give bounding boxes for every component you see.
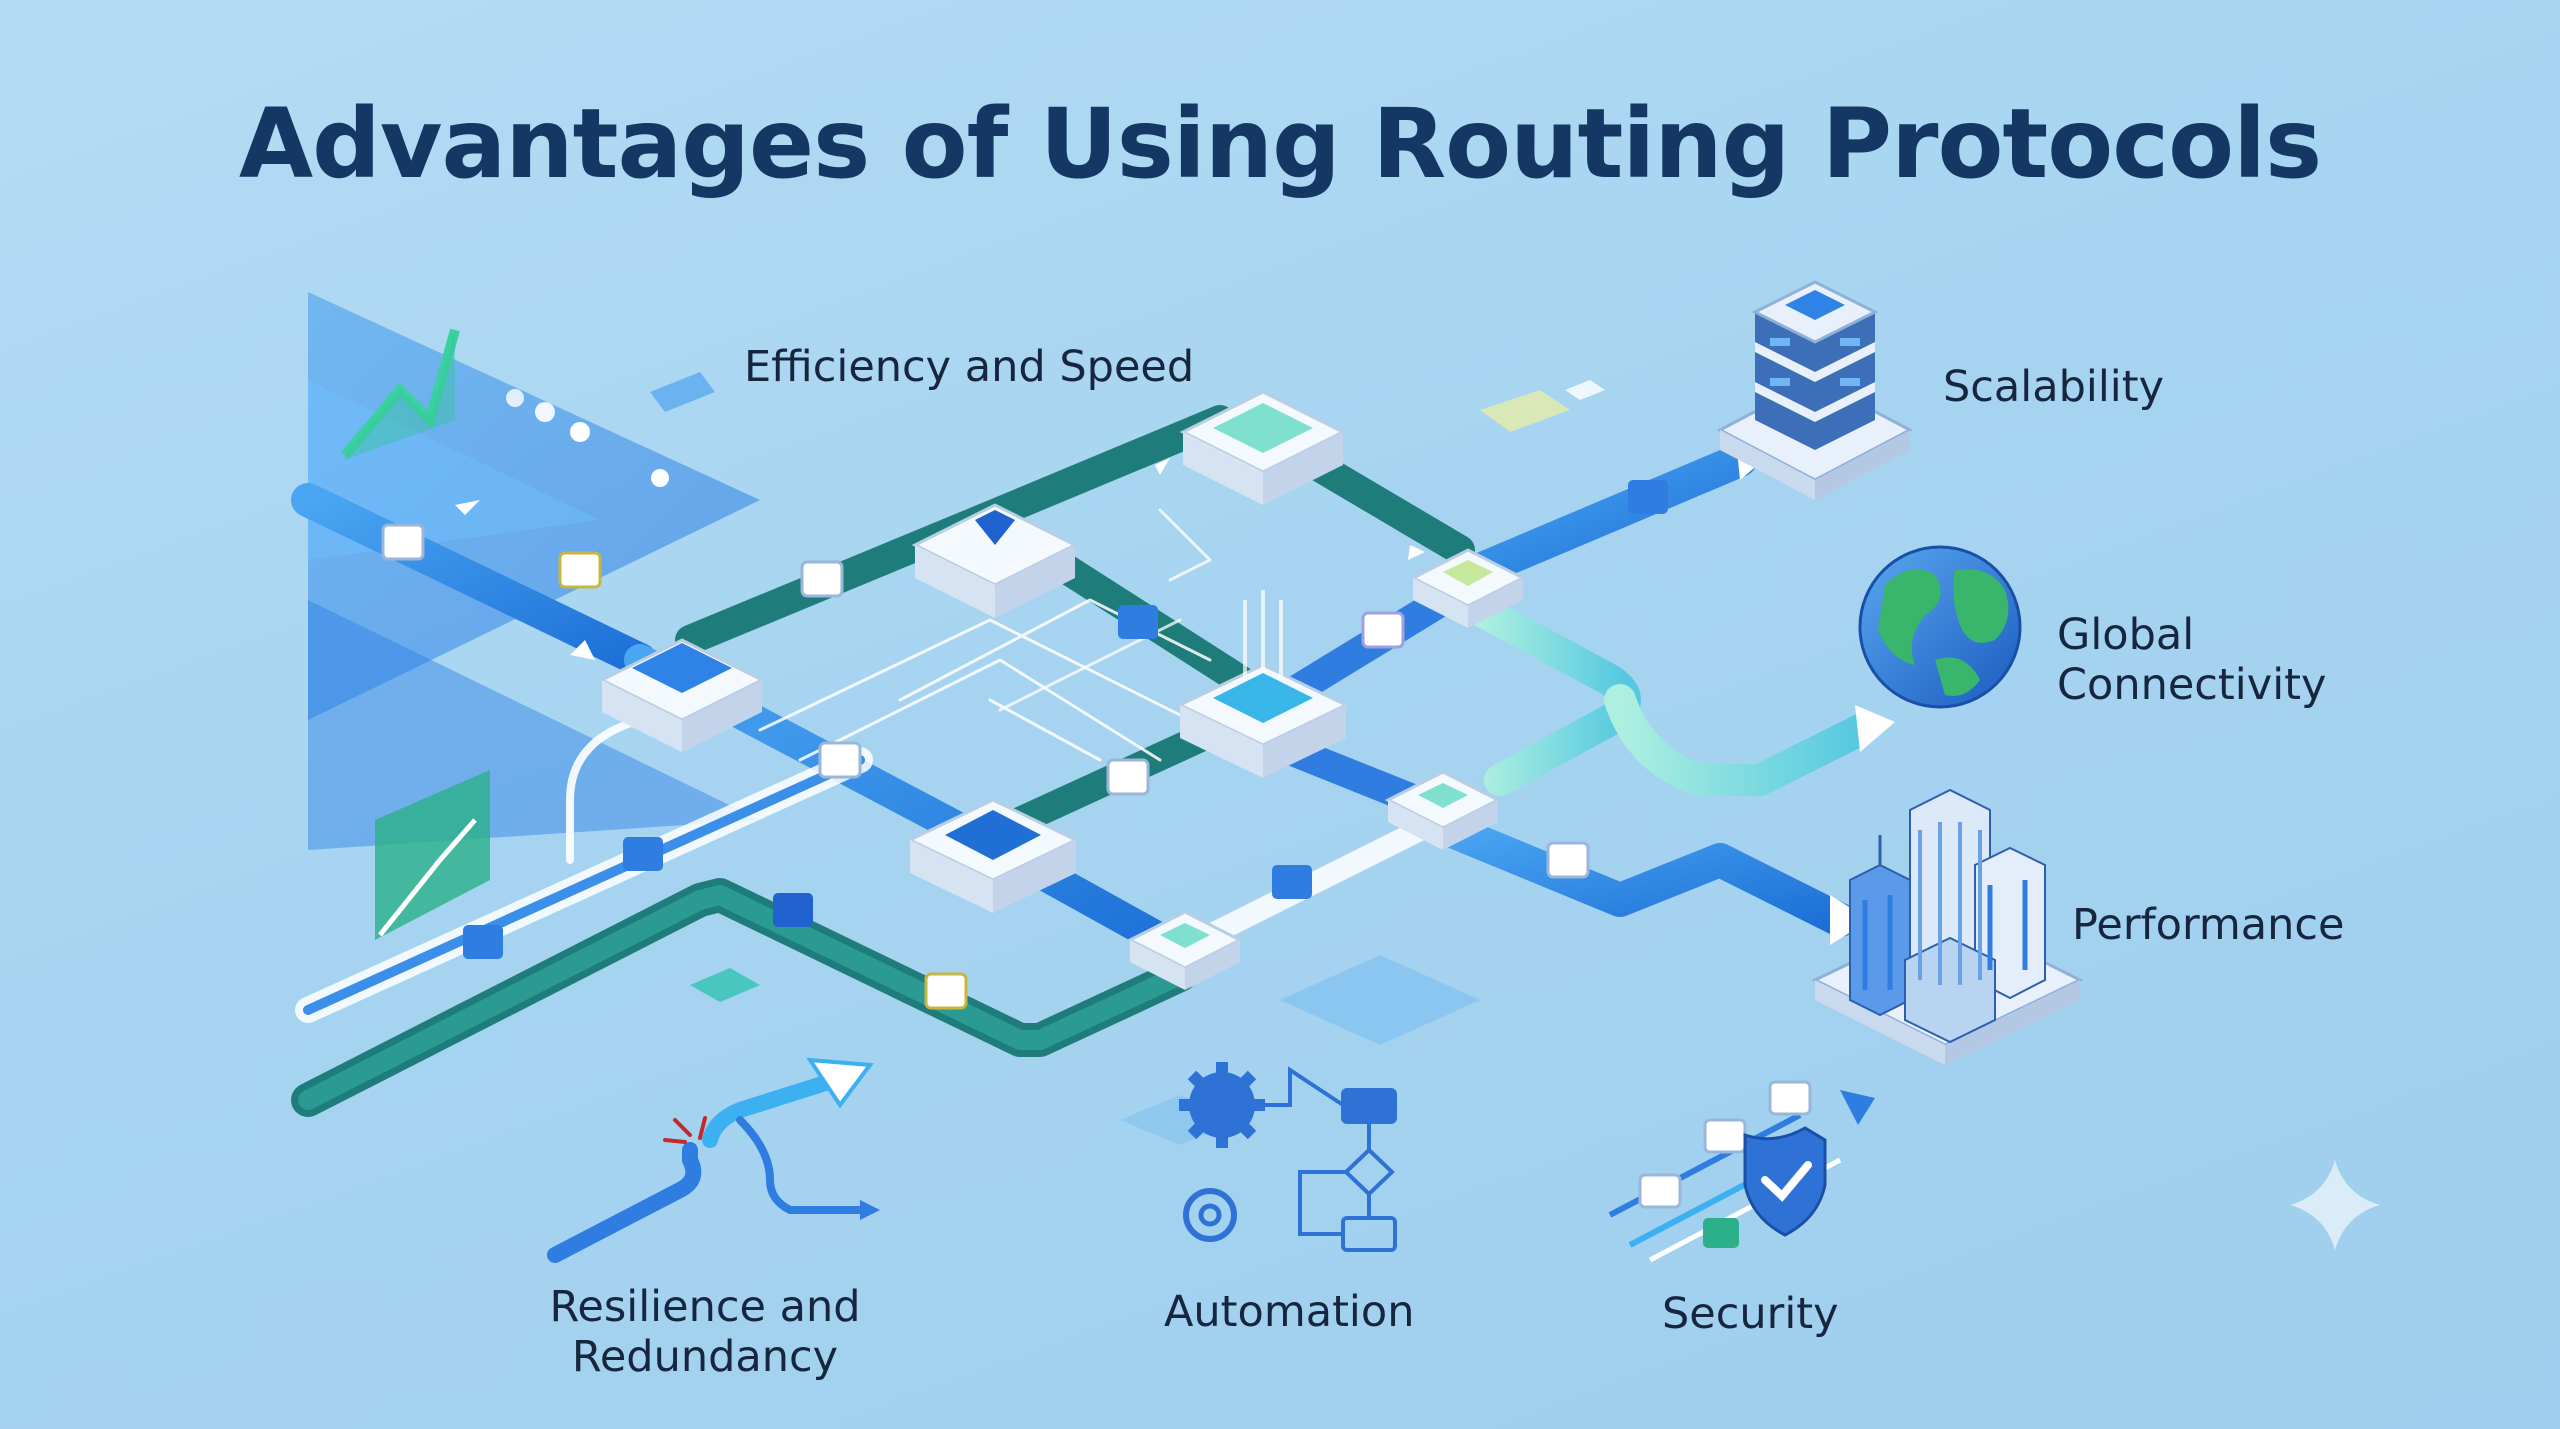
label-scalability: Scalability <box>1943 362 2165 412</box>
label-security: Security <box>1662 1289 1839 1339</box>
network-paths <box>291 405 1876 1117</box>
city-buildings-icon <box>1811 788 2084 1065</box>
label-resilience-line2: Redundancy <box>571 1332 839 1382</box>
label-global-connectivity: Global Connectivity <box>2057 610 2326 710</box>
flowchart-icon <box>1255 1066 1397 1252</box>
data-packets <box>381 480 1668 1010</box>
label-resilience-line1: Resilience and <box>549 1282 861 1332</box>
label-efficiency-and-speed: Efficiency and Speed <box>744 342 1195 392</box>
label-global-line1: Global <box>2057 610 2195 660</box>
sparkle-icon <box>2290 1160 2380 1250</box>
router-node-3 <box>1179 390 1347 505</box>
server-stack-icon <box>1716 280 1914 500</box>
label-resilience-and-redundancy: Resilience and Redundancy <box>540 1282 870 1382</box>
gear-icon <box>1179 1062 1265 1242</box>
router-node-1 <box>598 638 766 752</box>
label-performance: Performance <box>2072 900 2345 950</box>
router-node-7 <box>1384 770 1502 850</box>
router-node-5 <box>906 798 1080 913</box>
broken-path-reroute-icon <box>547 1057 880 1263</box>
dashboard-panel-decor <box>308 292 1605 1145</box>
router-node-4 <box>1176 590 1350 778</box>
shield-check-icon <box>1608 1080 1875 1263</box>
router-node-8 <box>1126 910 1244 990</box>
label-global-line2: Connectivity <box>2057 660 2327 710</box>
router-node-2 <box>911 503 1079 618</box>
label-automation: Automation <box>1164 1287 1415 1337</box>
page-title: Advantages of Using Routing Protocols <box>238 88 2322 200</box>
router-node-6 <box>1409 548 1527 628</box>
globe-icon <box>1858 545 2022 709</box>
